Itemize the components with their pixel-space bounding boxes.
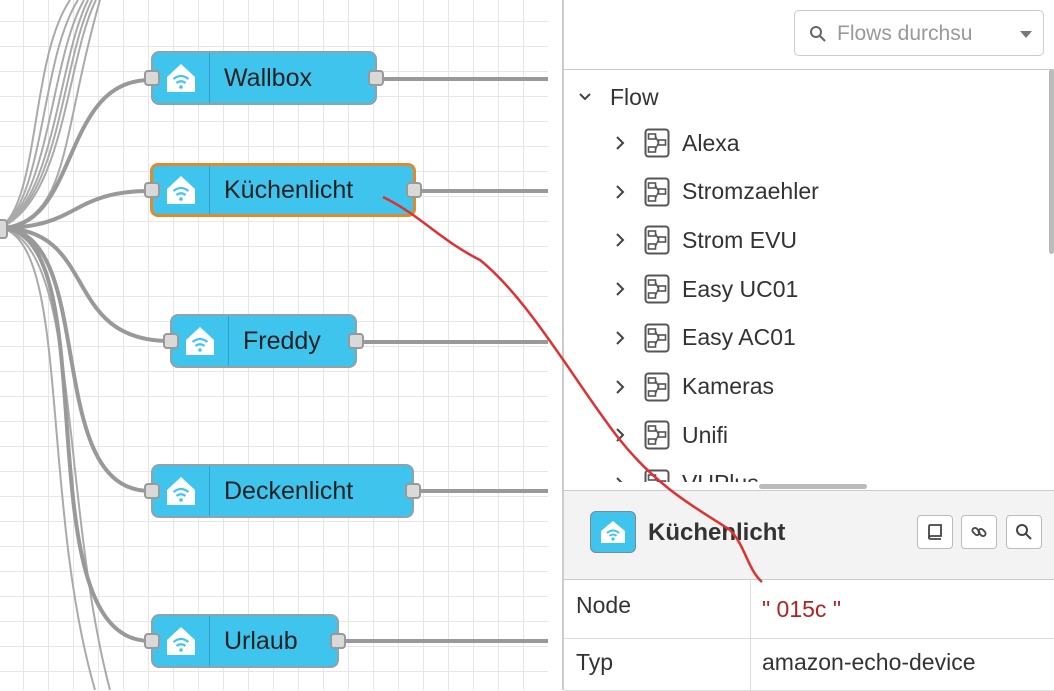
chevron-right-icon [616, 282, 625, 296]
tree-item-label: Easy UC01 [682, 275, 799, 302]
junction-port[interactable] [0, 219, 8, 239]
tree-item-label: Strom EVU [682, 226, 798, 253]
input-port[interactable] [144, 483, 160, 499]
output-port[interactable] [330, 633, 346, 649]
node-label: Urlaub [224, 626, 298, 655]
chevron-right-icon [616, 428, 625, 442]
output-port[interactable] [368, 70, 384, 86]
output-port[interactable] [405, 483, 421, 499]
chevron-down-icon[interactable] [1020, 31, 1032, 38]
link-button[interactable] [961, 515, 997, 549]
node-label: Wallbox [224, 63, 312, 92]
flow-node[interactable]: Urlaub [144, 614, 346, 668]
tree-item-label: Easy AC01 [682, 324, 796, 351]
tree-item-label: Stromzaehler [682, 178, 819, 205]
info-value: " 015c " [762, 596, 841, 622]
flow-node[interactable]: Wallbox [144, 51, 384, 105]
flow-node[interactable]: Küchenlicht [144, 163, 422, 217]
input-port[interactable] [163, 333, 179, 349]
alexa-home-icon [153, 466, 210, 516]
input-port[interactable] [144, 182, 160, 198]
flow-icon [644, 225, 670, 255]
info-row-node: Node " 015c " [564, 580, 1054, 639]
help-button[interactable] [917, 515, 953, 549]
alexa-home-icon [172, 316, 229, 366]
chevron-right-icon [616, 233, 625, 248]
tree-item[interactable]: Unifi [614, 417, 728, 453]
chevron-right-icon [616, 136, 625, 150]
tree-root-label: Flow [610, 83, 659, 110]
tree-hscrollbar[interactable] [759, 484, 867, 489]
chevron-right-icon [616, 379, 625, 394]
book-icon [928, 524, 942, 540]
chevron-right-icon [616, 331, 625, 345]
search-icon [810, 26, 826, 42]
info-key: Node [576, 592, 631, 618]
tree-item-label: Unifi [682, 421, 729, 448]
tree-item[interactable]: Kameras [614, 369, 774, 405]
alexa-home-icon [590, 511, 636, 553]
flow-icon [644, 274, 670, 304]
info-value: amazon-echo-device [762, 649, 976, 675]
search-placeholder: Flows durchsu [837, 22, 973, 45]
search-node-button[interactable] [1006, 515, 1042, 549]
flow-icon [644, 372, 670, 401]
chevron-right-icon [616, 477, 623, 482]
info-header: Küchenlicht [564, 490, 1054, 580]
tree-item[interactable]: Easy UC01 [614, 271, 798, 307]
input-port[interactable] [144, 70, 160, 86]
tree-root[interactable]: Flow [578, 82, 659, 112]
flow-icon [644, 128, 670, 158]
node-label: Deckenlicht [224, 476, 354, 505]
alexa-home-icon [153, 166, 210, 214]
output-port[interactable] [348, 333, 364, 349]
tree-item[interactable]: Stromzaehler [614, 174, 819, 210]
link-icon [971, 527, 987, 537]
info-row-type: Typ amazon-echo-device [564, 638, 1054, 691]
chevron-down-icon [579, 93, 591, 101]
chevron-right-icon [616, 184, 625, 199]
search-icon [1016, 524, 1032, 540]
tree-item[interactable]: Alexa [614, 125, 740, 161]
tree-scrollbar[interactable] [1049, 69, 1054, 254]
tree-item-label: Kameras [682, 373, 775, 399]
info-key: Typ [576, 649, 614, 675]
tree-item-label: VUPlus [682, 470, 759, 482]
alexa-home-icon [153, 616, 210, 666]
output-port[interactable] [406, 182, 422, 198]
tree-item[interactable]: Easy AC01 [614, 320, 796, 356]
flow-icon [644, 469, 670, 482]
info-title: Küchenlicht [648, 519, 786, 546]
flow-node[interactable]: Freddy [163, 314, 364, 368]
input-port[interactable] [144, 633, 160, 649]
flow-node[interactable]: Deckenlicht [144, 464, 421, 518]
tree-item-label: Alexa [682, 129, 740, 156]
flow-icon [644, 323, 670, 353]
node-label: Küchenlicht [224, 175, 354, 204]
tree-item[interactable]: VUPlus [614, 466, 759, 482]
flow-search-input[interactable]: Flows durchsu [794, 10, 1044, 56]
flow-icon [644, 420, 670, 450]
flow-icon [644, 177, 670, 207]
alexa-home-icon [153, 53, 210, 103]
node-label: Freddy [243, 326, 321, 355]
tree-item[interactable]: Strom EVU [614, 222, 797, 258]
